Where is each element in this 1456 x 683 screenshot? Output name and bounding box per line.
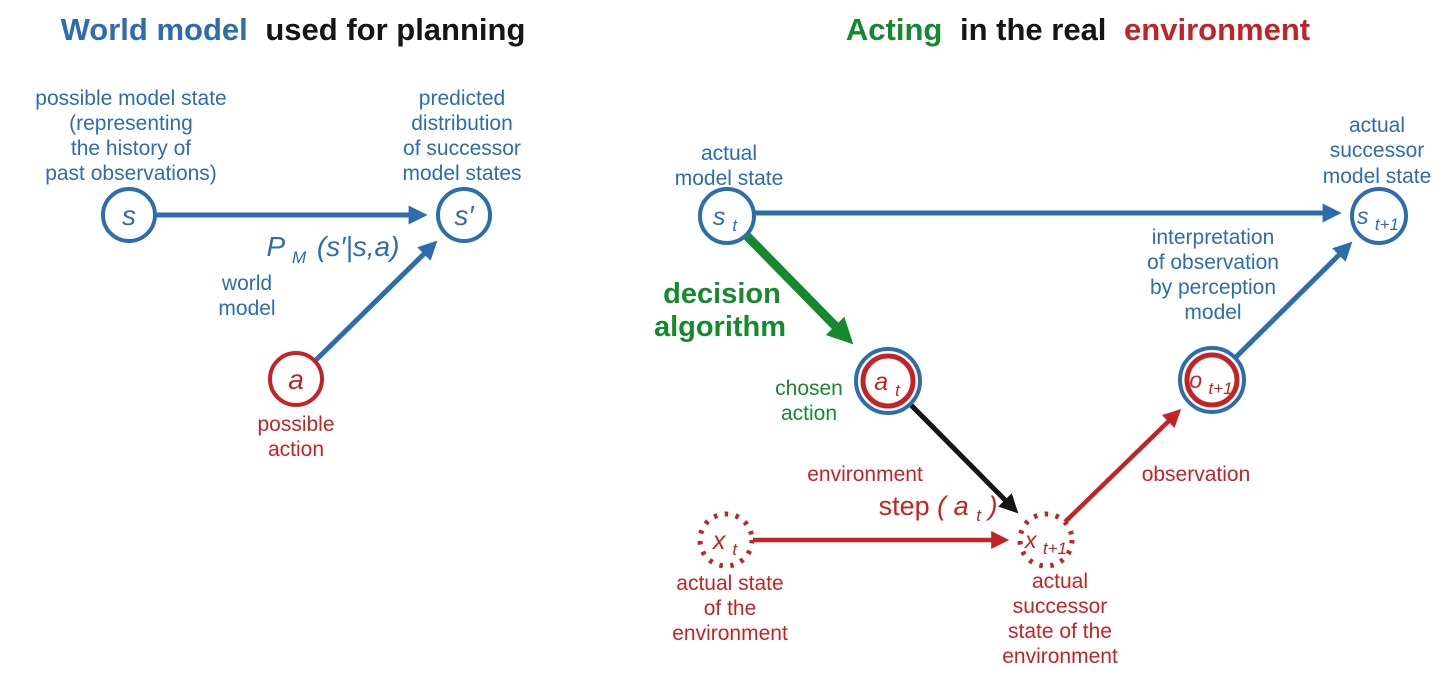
node-subscript: t [732, 540, 738, 559]
node-base-glyph: a [874, 368, 888, 396]
label-line: of observation [1147, 251, 1279, 274]
right-title-environment: environment [1124, 12, 1310, 47]
label-environment: environment [807, 463, 923, 486]
label-line: by perception [1150, 276, 1276, 299]
label-line: predicted [419, 87, 505, 110]
label-line: actual [1032, 570, 1088, 593]
node-xt-circle [697, 511, 755, 569]
node-xt-label: x t [712, 527, 738, 559]
node-subscript: t [895, 381, 901, 400]
label-possible-model-state: possible model state (representing the h… [35, 87, 226, 185]
label-world-model: world model [218, 272, 275, 320]
right-panel: Acting in the real environment actual mo… [654, 12, 1431, 668]
formula-args: (s′|s,a) [317, 231, 400, 262]
label-line: distribution [411, 112, 513, 135]
node-base-glyph: x [1024, 527, 1038, 553]
node-st-label: s t [713, 203, 738, 235]
node-base-glyph: s [1357, 203, 1369, 229]
formula-world-model: P M (s′|s,a) [267, 231, 400, 269]
label-line: decision [663, 278, 781, 310]
left-panel: World model used for planning possible m… [35, 12, 525, 461]
label-chosen-action: chosen action [775, 377, 843, 425]
label-line: action [781, 402, 837, 425]
step-arg-subscript: t [976, 506, 982, 525]
label-line: interpretation [1152, 226, 1275, 249]
left-title-rest: used for planning [265, 12, 525, 47]
label-line: the history of [71, 137, 191, 160]
step-close-paren: ) [985, 491, 997, 521]
node-a-label: a [288, 364, 304, 395]
label-actual-state-environment: actual state of the environment [672, 572, 788, 645]
formula-subscript: M [292, 248, 307, 267]
label-line: (representing [69, 112, 193, 135]
edge-xt1-to-ot1 [1063, 408, 1182, 524]
label-line: algorithm [654, 311, 786, 343]
label-line: environment [672, 622, 788, 645]
right-title-middle: in the real [960, 12, 1106, 47]
label-line: model state [675, 167, 784, 190]
edge-at-to-xt1 [906, 400, 1019, 514]
label-line: past observations) [45, 162, 217, 185]
label-possible-action: possible action [257, 413, 334, 461]
node-st1-label: s t+1 [1357, 203, 1399, 234]
label-line: chosen [775, 377, 843, 400]
label-line: actual state [676, 572, 783, 595]
label-line: state of the [1008, 620, 1112, 643]
node-a-circle [268, 351, 324, 407]
node-subscript: t+1 [1209, 379, 1233, 398]
edge-a-to-sprime [313, 240, 438, 363]
label-interpretation: interpretation of observation by percept… [1147, 226, 1279, 324]
right-panel-title: Acting in the real environment [846, 12, 1310, 47]
label-line: of the [704, 597, 757, 620]
node-subscript: t [732, 216, 738, 235]
label-line: actual [701, 142, 757, 165]
edge-ot1-to-st1 [1233, 241, 1353, 360]
node-subscript: t+1 [1043, 539, 1067, 558]
label-line: successor [1330, 139, 1425, 162]
node-st-circle [698, 187, 756, 245]
node-at-label: a t [874, 368, 901, 400]
node-base-glyph: x [712, 527, 727, 555]
label-line: of successor [403, 137, 521, 160]
left-panel-title: World model used for planning [61, 12, 526, 47]
label-actual-successor-state-environment: actual successor state of the environmen… [1002, 570, 1118, 668]
node-xt1-label: x t+1 [1024, 527, 1067, 558]
label-line: possible model state [35, 87, 226, 110]
left-title-highlight: World model [61, 12, 248, 47]
edge-decision-st-to-at [742, 231, 854, 345]
right-title-acting: Acting [846, 12, 942, 47]
node-sprime-circle [436, 187, 492, 243]
node-xt1-circle [1017, 511, 1075, 569]
node-subscript: t+1 [1375, 215, 1399, 234]
label-line: model states [402, 162, 521, 185]
label-line: possible [257, 413, 334, 436]
node-s-circle [101, 187, 157, 243]
step-open-paren: ( [937, 491, 949, 521]
node-sprime-label: s′ [454, 200, 475, 231]
node-base-glyph: s [713, 203, 726, 231]
label-predicted-distribution: predicted distribution of successor mode… [402, 87, 521, 185]
label-line: model [1184, 301, 1241, 324]
label-decision-algorithm: decision algorithm [654, 278, 786, 343]
formula-base: P [267, 231, 286, 262]
label-actual-successor-model-state: actual successor model state [1323, 114, 1432, 188]
node-at-inner-circle [860, 353, 916, 409]
label-line: world [221, 272, 272, 295]
label-observation: observation [1142, 463, 1251, 486]
label-line: action [268, 438, 324, 461]
node-s-label: s [122, 200, 136, 231]
step-arg: a [954, 491, 969, 521]
node-ot1-label: o t+1 [1189, 367, 1232, 398]
node-base-glyph: o [1189, 367, 1202, 393]
node-ot1-inner-circle [1184, 352, 1240, 408]
label-line: environment [1002, 645, 1118, 668]
label-line: actual [1349, 114, 1405, 137]
node-st1-circle [1350, 187, 1408, 245]
label-line: model [218, 297, 275, 320]
label-actual-model-state: actual model state [675, 142, 784, 190]
label-line: model state [1323, 165, 1432, 188]
label-step-function: step ( a t ) [879, 491, 998, 527]
step-fn-name: step [879, 491, 930, 521]
label-line: successor [1013, 595, 1108, 618]
